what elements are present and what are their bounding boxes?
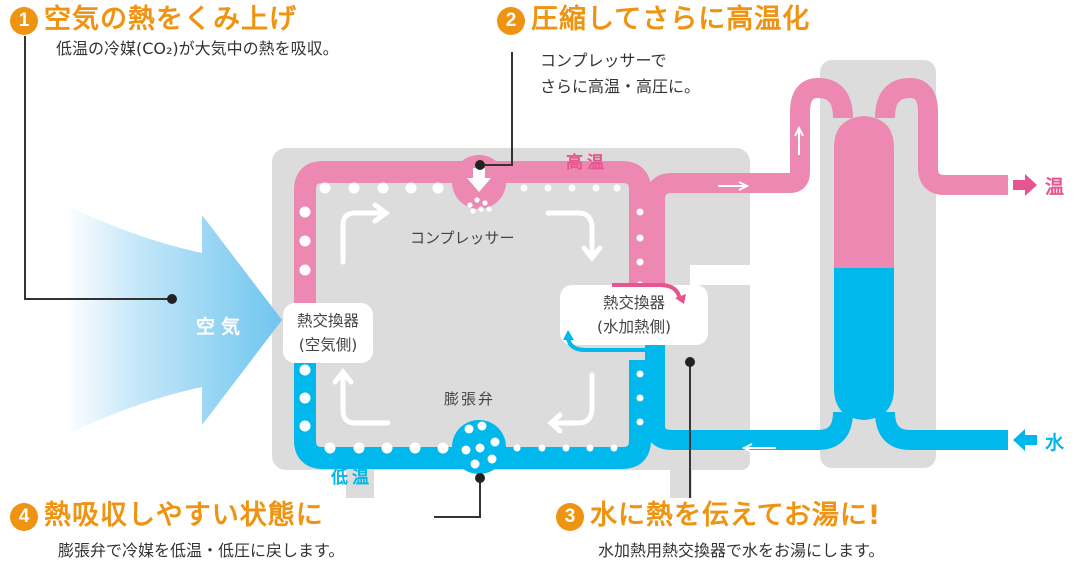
pipe-dot [409,442,421,454]
step-4-description: 膨張弁で冷媒を低温・低圧に戻します。 [58,541,345,560]
pipe-dot [299,235,311,247]
leader-lines [24,36,691,518]
hot-water-tank [834,116,894,268]
cold-water-pipe [645,340,853,450]
description-line: さらに高温・高圧に。 [540,77,701,96]
pipe-dot [377,182,389,194]
water-arrow-icon [1013,429,1037,451]
high-temp-label: 高温 [566,153,608,173]
pipe-dot [592,184,600,192]
flow-arrow-icon [332,202,603,434]
pipe-dot [299,364,311,376]
water-heat-exchanger-label: 熱交換器 (水加熱側) [560,285,708,345]
pipe-dot [586,444,594,452]
step-3-description: 水加熱用熱交換器で水をお湯にします。 [598,541,885,560]
pipe-dot [299,206,311,218]
step-1-description: 低温の冷媒(CO₂)が大気中の熱を吸収。 [56,39,339,58]
exchanger-title: 熱交換器 [602,294,665,312]
pipe-dot [353,442,365,454]
pipe-dot [562,444,570,452]
pipe-dot [319,182,331,194]
pipe-dot [348,182,360,194]
pipe-dot [437,442,449,454]
pipe-dot [381,442,393,454]
hot-arrow-icon [1013,174,1037,196]
compressor-label: コンプレッサー [410,229,515,247]
pipe-dot [432,182,444,194]
pipe-dot [636,370,644,378]
pipe-dot [636,234,644,242]
air-arrow-icon [65,205,282,435]
pipe-dot [613,184,621,192]
hot-water-out-label: 温 [1045,176,1065,198]
step-2-description: コンプレッサーで さらに高温・高圧に。 [540,48,700,100]
step-number-badge: 4 [10,503,38,531]
step-number-badge: 2 [497,7,525,35]
pipe-dot [636,208,644,216]
exchanger-side: (空気側) [298,336,358,354]
low-temp-label: 低温 [331,468,373,488]
water-in-label: 水 [1045,432,1065,454]
pipe-dot [520,184,528,192]
expansion-valve-label: 膨張弁 [444,390,496,408]
pipe-dot [299,264,311,276]
pipe-dot [636,394,644,402]
description-line: コンプレッサーで [540,51,667,70]
flow-arrow-icon [718,125,960,453]
step-number-badge: 1 [10,7,38,35]
pipe-dot [299,392,311,404]
exchanger-side: (水加熱側) [596,318,672,336]
pipe-dot [568,184,576,192]
pipe-dot [405,182,417,194]
step-title-text: 空気の熱をくみ上げ [44,4,298,35]
pipe-dot [636,258,644,266]
pipe-dot [544,184,552,192]
step-title-text: 圧縮してさらに高温化 [531,4,811,35]
step-number-badge: 3 [556,503,584,531]
pipe-dot [324,442,336,454]
air-heat-exchanger-label: 熱交換器 (空気側) [283,303,373,363]
pipe-dot [538,444,546,452]
pipe-dot [610,444,618,452]
pipe-dot [636,418,644,426]
hot-water-pipe [645,77,853,320]
step-title-text: 熱吸収しやすい状態に [44,500,324,531]
air-label: 空気 [196,316,247,338]
exchanger-title: 熱交換器 [296,312,359,330]
step-title-text: 水に熱を伝えてお湯に! [590,500,882,531]
pipe-dot [299,420,311,432]
pipe-dot [513,444,521,452]
